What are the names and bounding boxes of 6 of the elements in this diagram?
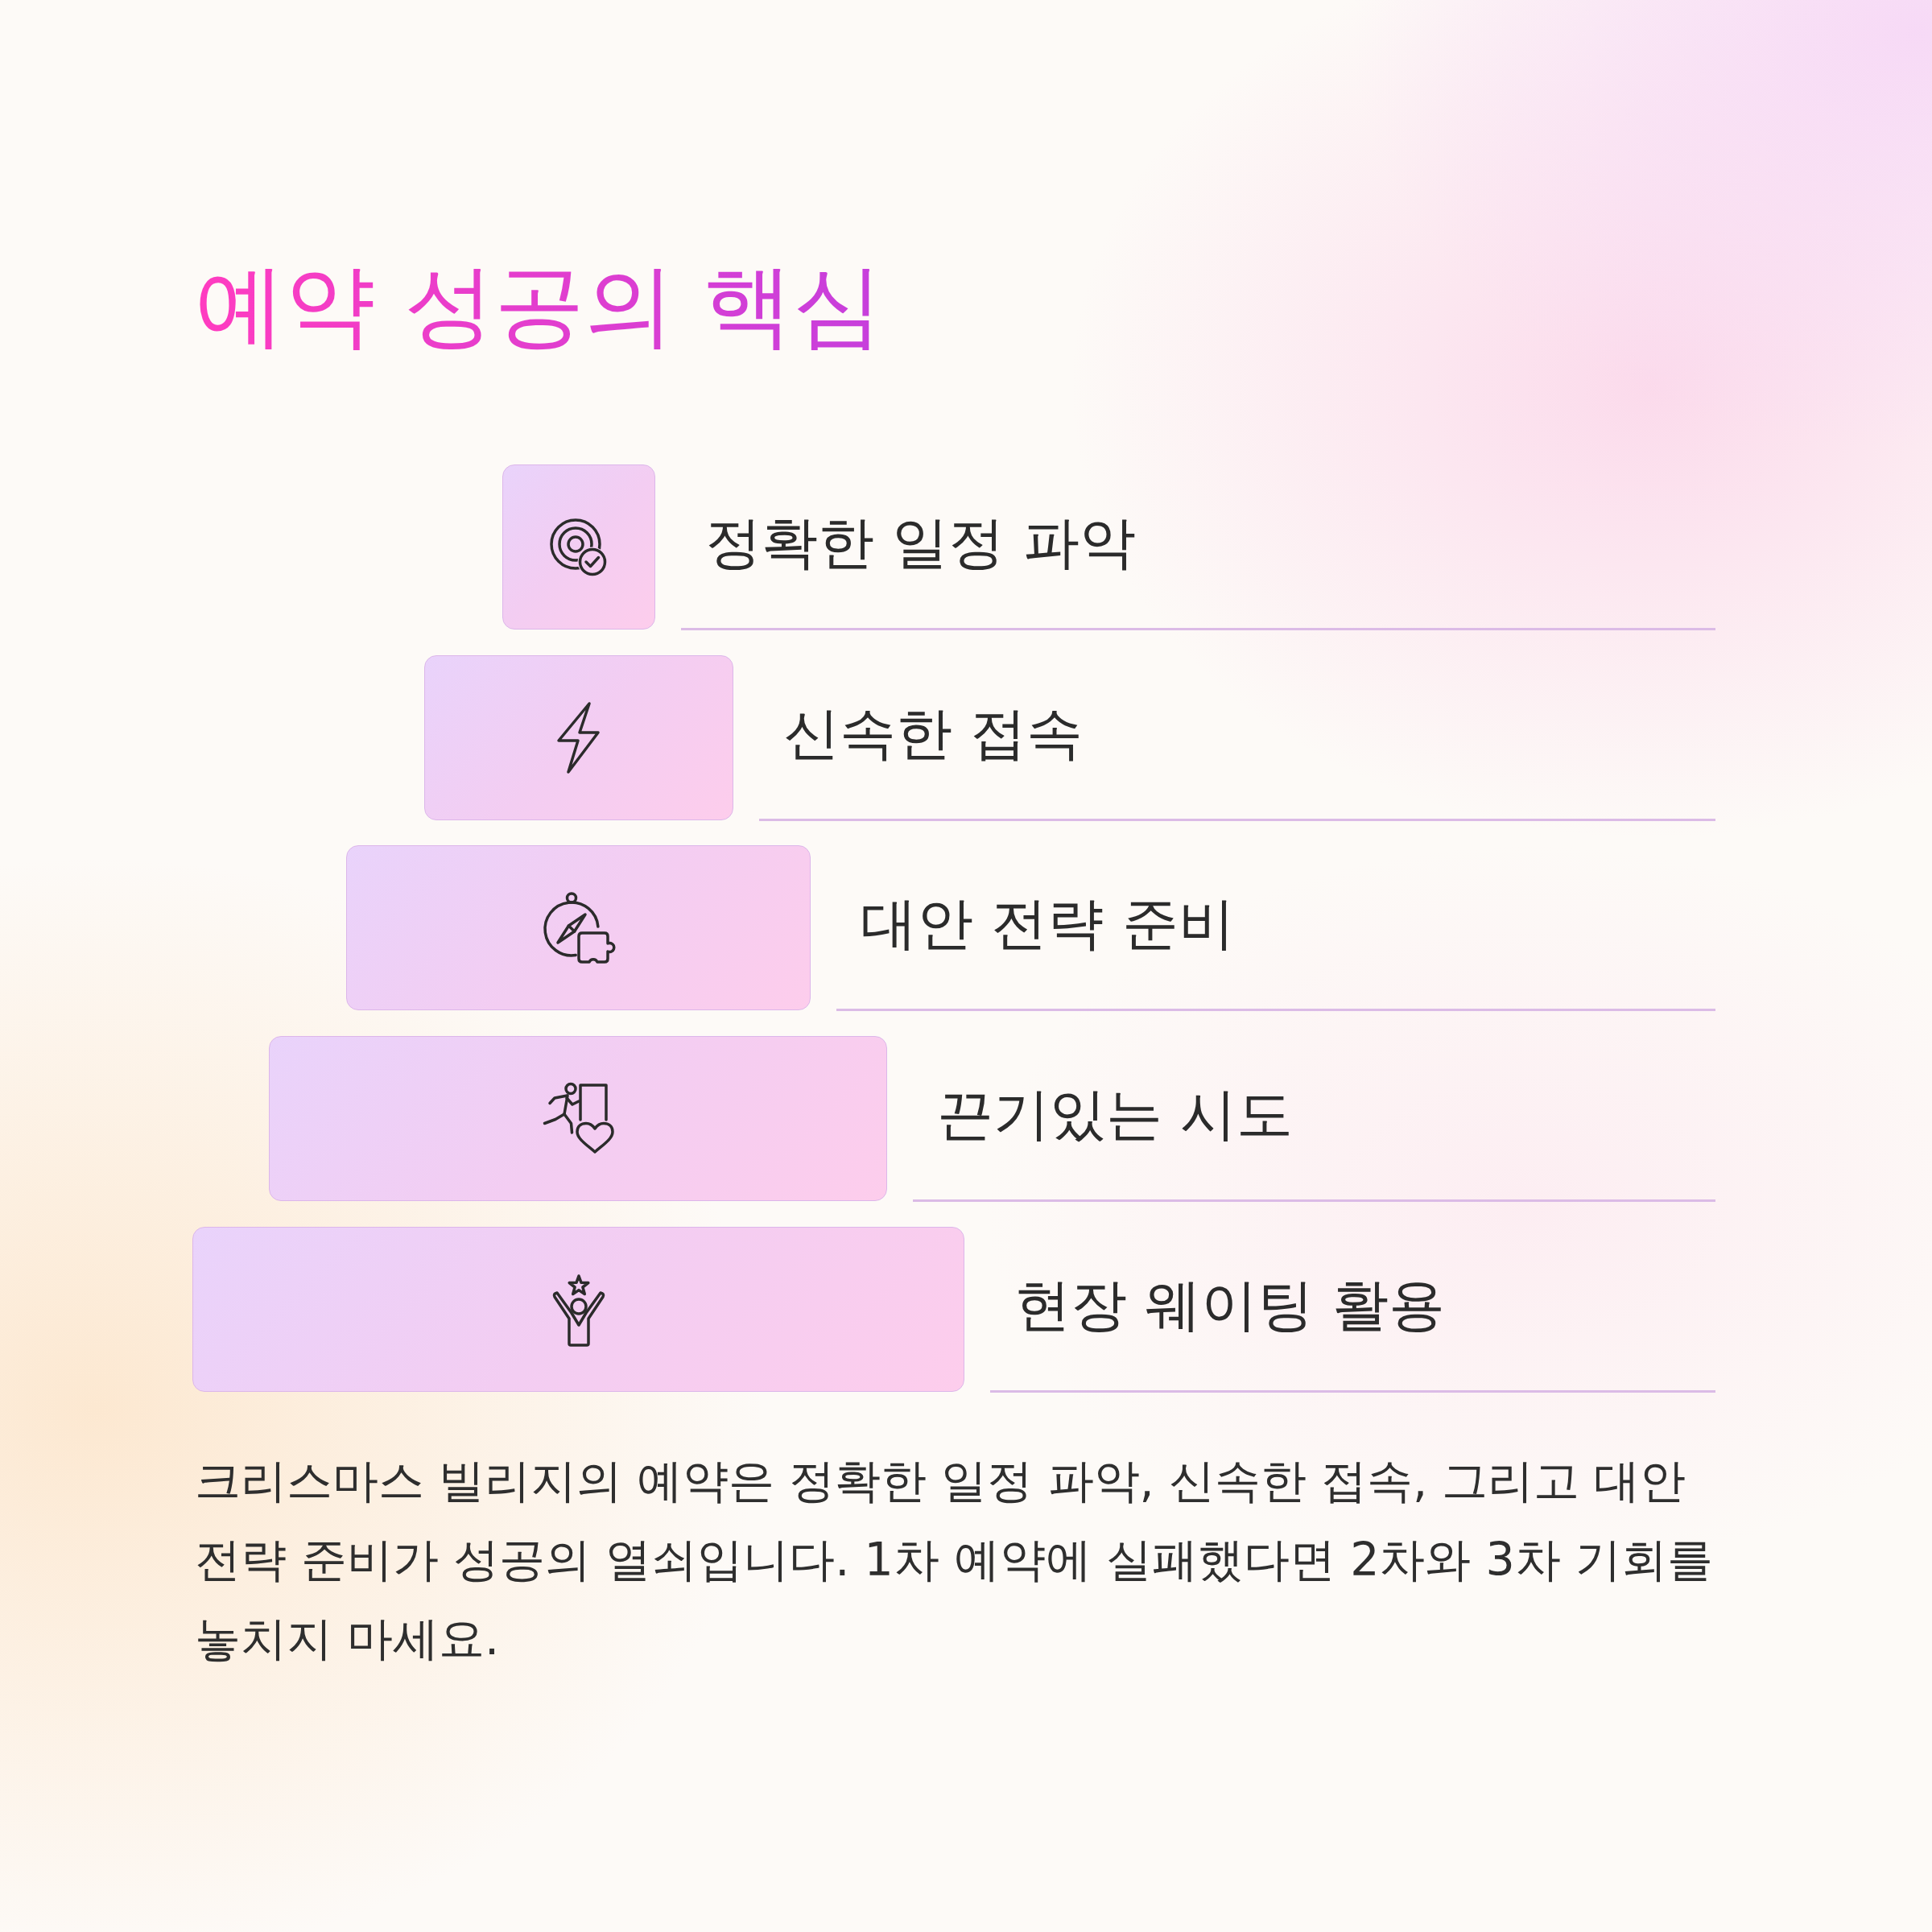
step-label: 현장 웨이팅 활용 [1014, 1271, 1445, 1339]
step-label: 정확한 일정 파악 [705, 509, 1136, 576]
step-label: 신속한 접속 [783, 700, 1084, 767]
step-label: 대안 전략 준비 [861, 890, 1235, 957]
caption: 크리스마스 빌리지의 예약은 정확한 일정 파악, 신속한 접속, 그리고 대안 전략 준비가 성공의 열쇠입니다. 1차 예약에 실패했다면 2차와 3차 기회를 놓치지 마세요. [195, 1453, 1714, 1666]
step-label: 끈기있는 시도 [937, 1080, 1294, 1148]
